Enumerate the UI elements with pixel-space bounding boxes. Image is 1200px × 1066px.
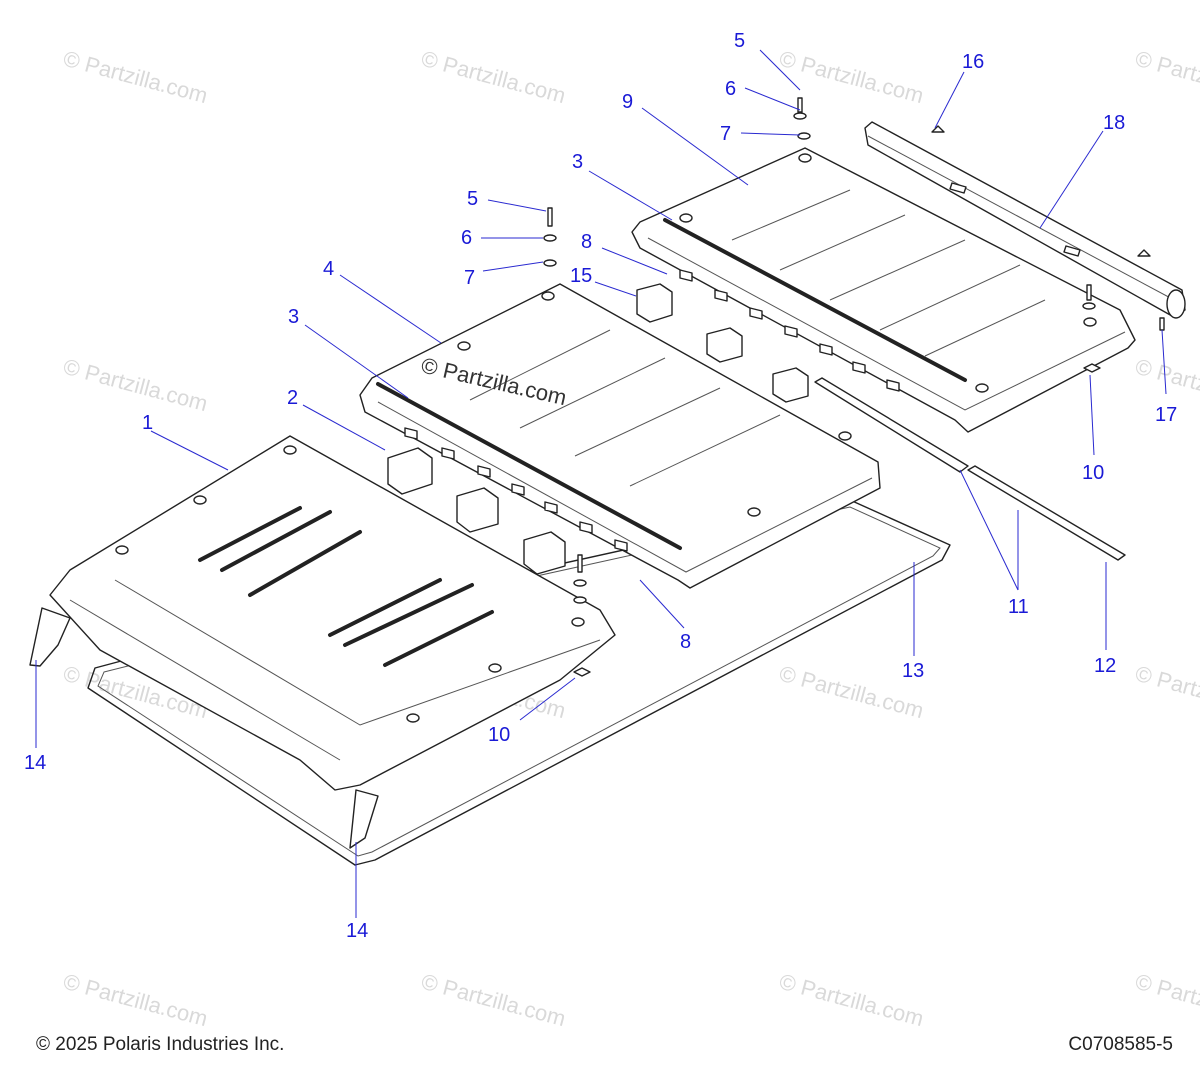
hardware — [543, 97, 1165, 677]
callout-14: 14 — [24, 752, 46, 774]
watermark: © Partzilla.com — [419, 46, 569, 109]
callout-5: 5 — [467, 188, 478, 210]
watermark: © Partzilla.com — [419, 969, 569, 1032]
callout-10: 10 — [488, 724, 510, 746]
callout-13: 13 — [902, 660, 924, 682]
callout-2: 2 — [287, 387, 298, 409]
callout-5: 5 — [734, 30, 745, 52]
front-roof-panel — [49, 435, 616, 791]
callout-6: 6 — [461, 227, 472, 249]
watermark: © Partzilla.com — [61, 969, 211, 1032]
callouts: 5 6 7 9 3 8 5 6 7 15 4 3 2 1 16 18 17 10… — [24, 30, 1177, 942]
callout-11: 11 — [1008, 596, 1029, 618]
callout-14: 14 — [346, 920, 368, 942]
callout-18: 18 — [1103, 112, 1125, 134]
copyright-notice: © 2025 Polaris Industries Inc. — [36, 1034, 285, 1055]
callout-8: 8 — [680, 631, 691, 653]
foam-pads — [387, 283, 809, 575]
watermark: © Partzilla.com — [777, 969, 927, 1032]
callout-10: 10 — [1082, 462, 1104, 484]
leader-lines — [35, 49, 1167, 918]
watermark: © Partzilla.com — [61, 354, 211, 417]
callout-8: 8 — [581, 231, 592, 253]
rear-roof-rail — [864, 121, 1186, 319]
callout-9: 9 — [622, 91, 633, 113]
callout-17: 17 — [1155, 404, 1177, 426]
rear-roof-panel — [631, 147, 1136, 433]
watermark: © Partzilla.com — [61, 46, 211, 109]
callout-3: 3 — [288, 306, 299, 328]
callout-1: 1 — [142, 412, 153, 434]
callout-6: 6 — [725, 78, 736, 100]
callout-4: 4 — [323, 258, 334, 280]
middle-roof-panel — [359, 283, 881, 589]
callout-12: 12 — [1094, 655, 1116, 677]
watermark: © Partzilla.com — [1133, 46, 1200, 109]
callout-7: 7 — [720, 123, 731, 145]
watermark: © Partzilla.com — [1133, 661, 1200, 724]
callout-7: 7 — [464, 267, 475, 289]
watermark: © Partzilla.com — [1133, 969, 1200, 1032]
callout-3: 3 — [572, 151, 583, 173]
callout-16: 16 — [962, 51, 984, 73]
trim-strips — [814, 377, 1126, 561]
diagram-code: C0708585-5 — [1068, 1034, 1173, 1055]
side-flaps — [29, 607, 379, 849]
callout-15: 15 — [570, 265, 592, 287]
